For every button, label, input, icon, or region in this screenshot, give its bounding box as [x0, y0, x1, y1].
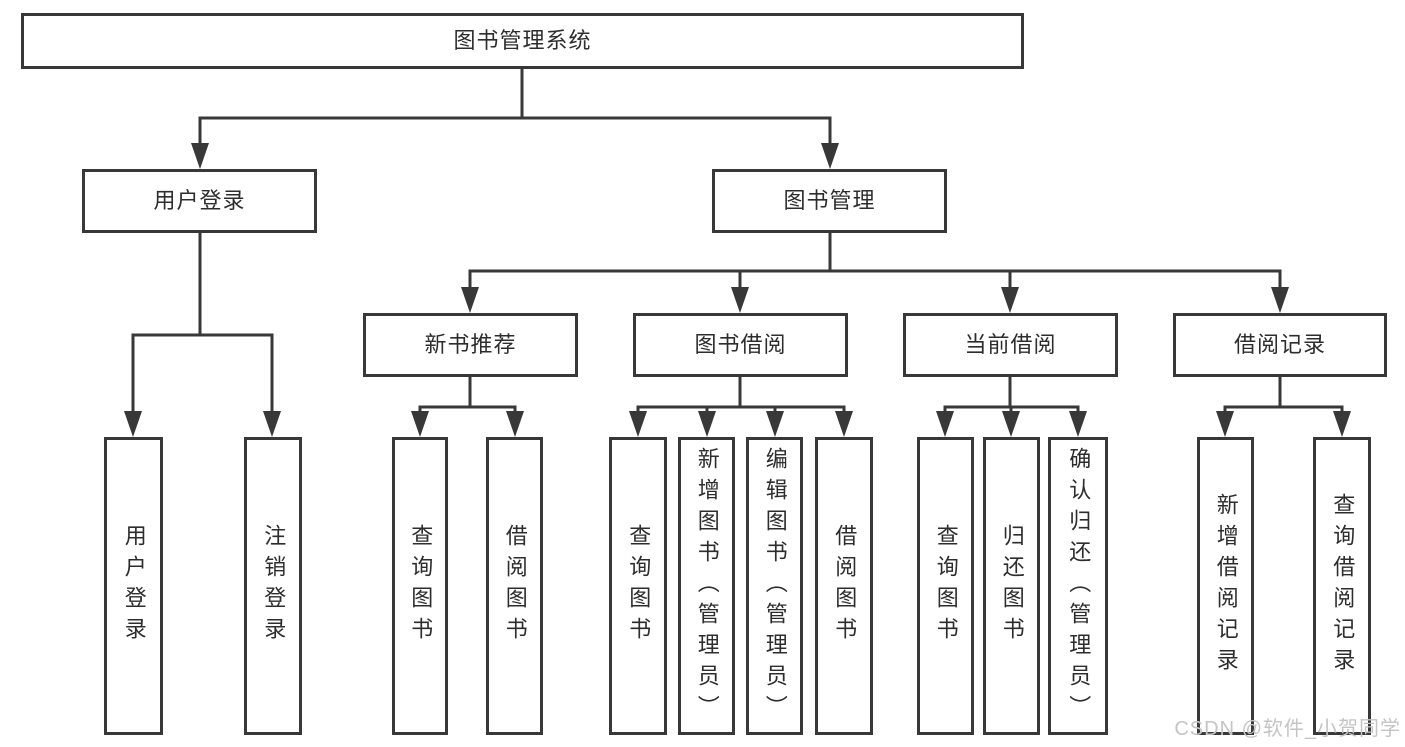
- node-borrowing-records: 借阅记录: [1173, 313, 1387, 377]
- leaf-query-books-current: 查询图书: [917, 437, 974, 735]
- node-library-management-system: 图书管理系统: [21, 13, 1024, 69]
- leaf-borrow-books-borrowing: 借阅图书: [815, 437, 873, 735]
- leaf-confirm-return-admin: 确认归还（管理员）: [1048, 437, 1108, 735]
- leaf-add-book-admin: 新增图书（管理员）: [678, 437, 735, 735]
- csdn-watermark: CSDN @软件_小贺同学: [1174, 718, 1401, 740]
- leaf-edit-book-admin: 编辑图书（管理员）: [746, 437, 803, 735]
- leaf-logout: 注销登录: [244, 437, 302, 735]
- leaf-user-login: 用户登录: [104, 437, 163, 735]
- leaf-query-books-borrowing: 查询图书: [609, 437, 667, 735]
- leaf-query-books-recommend: 查询图书: [392, 437, 448, 735]
- node-user-login: 用户登录: [82, 169, 317, 233]
- node-book-borrowing: 图书借阅: [633, 313, 848, 377]
- node-book-management: 图书管理: [712, 169, 947, 233]
- leaf-return-books: 归还图书: [983, 437, 1040, 735]
- leaf-borrow-books-recommend: 借阅图书: [486, 437, 543, 735]
- node-new-book-recommendation: 新书推荐: [363, 313, 578, 377]
- node-current-borrowing: 当前借阅: [903, 313, 1118, 377]
- leaf-add-borrow-record: 新增借阅记录: [1197, 437, 1254, 735]
- leaf-query-borrow-record: 查询借阅记录: [1313, 437, 1371, 735]
